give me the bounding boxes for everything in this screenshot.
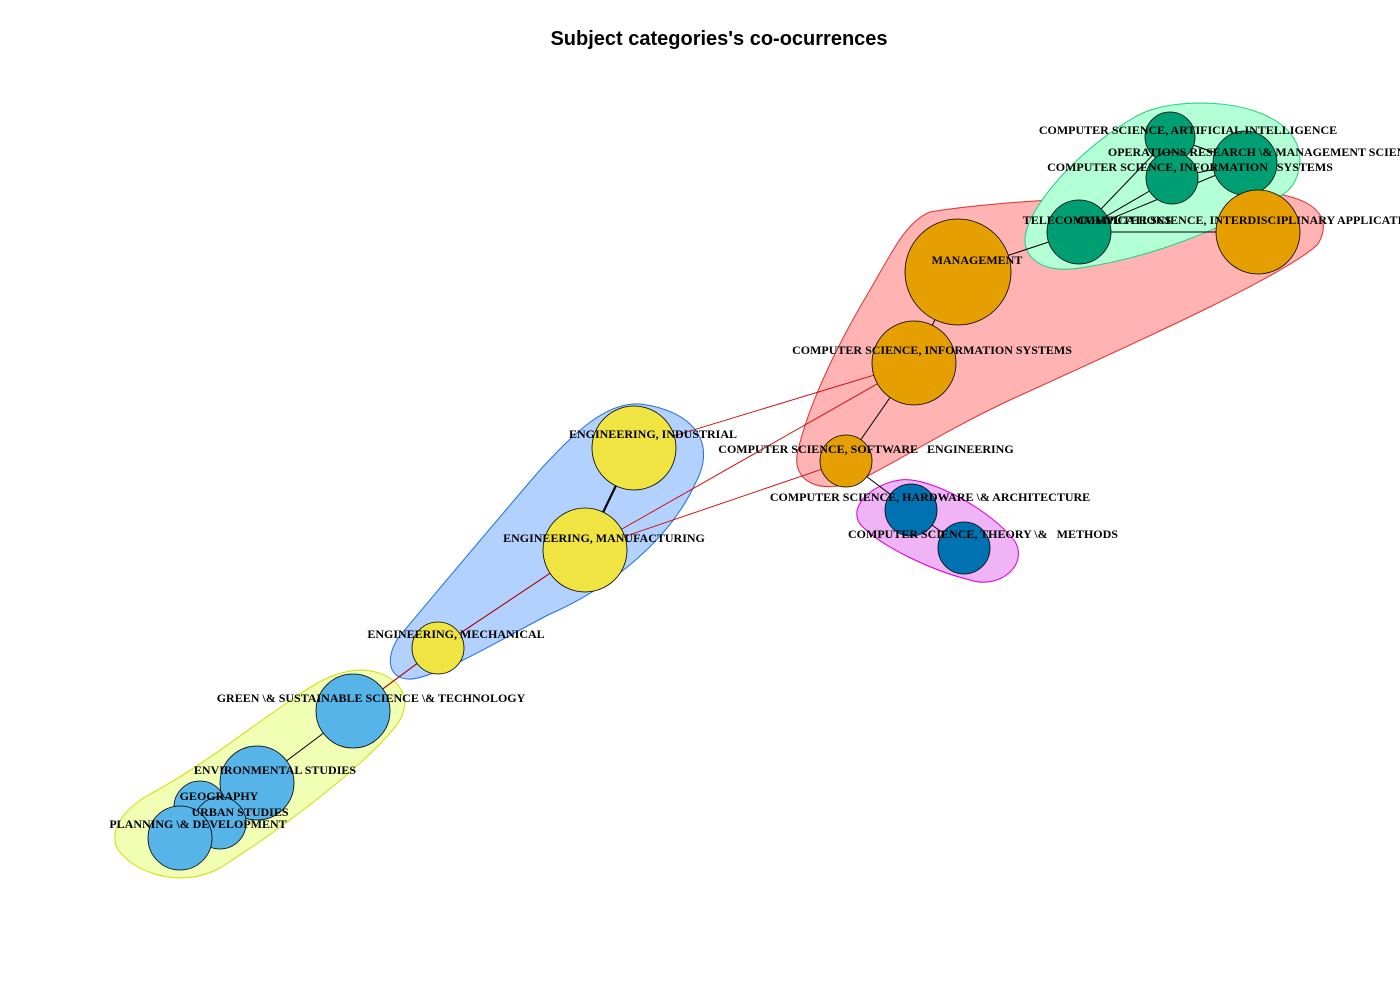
- chart-title: Subject categories's co-ocurrences: [550, 28, 888, 50]
- node-label-urban: URBAN STUDIES: [191, 805, 288, 819]
- node-label-cs_is2: COMPUTER SCIENCE, INFORMATION SYSTEMS: [1047, 160, 1333, 174]
- node-label-cs_hw: COMPUTER SCIENCE, HARDWARE \& ARCHITECTU…: [770, 490, 1090, 504]
- network-nodes: [147, 111, 1301, 871]
- node-label-ai: COMPUTER SCIENCE, ARTIFICIAL INTELLIGENC…: [1039, 123, 1337, 137]
- node-label-green: GREEN \& SUSTAINABLE SCIENCE \& TECHNOLO…: [217, 691, 526, 705]
- node-mgmt: [904, 218, 1012, 326]
- node-labels: COMPUTER SCIENCE, ARTIFICIAL INTELLIGENC…: [109, 123, 1400, 831]
- node-eng_man: [542, 507, 628, 593]
- node-label-cs_ia: COMPUTER SCIENCE, INTERDISCIPLINARY APPL…: [1077, 213, 1400, 227]
- node-cs_ia: [1215, 189, 1301, 275]
- edge-eng_ind-cs_is: [633, 362, 915, 449]
- node-tele: [1046, 199, 1112, 265]
- node-green: [315, 673, 391, 749]
- node-label-cs_is: COMPUTER SCIENCE, INFORMATION SYSTEMS: [792, 343, 1072, 357]
- node-label-eng_mech: ENGINEERING, MECHANICAL: [367, 627, 544, 641]
- node-label-eng_ind: ENGINEERING, INDUSTRIAL: [569, 427, 737, 441]
- node-label-cs_se: COMPUTER SCIENCE, SOFTWARE ENGINEERING: [718, 442, 1013, 456]
- node-cs_se: [819, 434, 873, 488]
- node-label-env: ENVIRONMENTAL STUDIES: [194, 763, 356, 777]
- node-label-tele: TELECOMMUNICATIONS: [1023, 213, 1172, 227]
- node-label-geo: GEOGRAPHY: [180, 789, 259, 803]
- node-label-eng_man: ENGINEERING, MANUFACTURING: [503, 531, 705, 545]
- node-label-plan: PLANNING \& DEVELOPMENT: [109, 817, 286, 831]
- node-label-cs_th: COMPUTER SCIENCE, THEORY \& METHODS: [848, 527, 1118, 541]
- node-cs_th: [937, 521, 991, 575]
- edge-eng_man-cs_is: [584, 362, 915, 551]
- node-eng_mech: [411, 621, 465, 675]
- node-cs_hw: [884, 483, 938, 537]
- node-cs_is: [871, 320, 957, 406]
- node-cs_is2: [1145, 151, 1199, 205]
- node-label-mgmt: MANAGEMENT: [932, 253, 1023, 267]
- node-env: [219, 745, 295, 821]
- node-plan: [147, 805, 213, 871]
- node-eng_ind: [591, 405, 677, 491]
- node-label-or: OPERATIONS RESEARCH \& MANAGEMENT SCIENC…: [1108, 145, 1400, 159]
- edge-eng_man-cs_se: [584, 460, 847, 551]
